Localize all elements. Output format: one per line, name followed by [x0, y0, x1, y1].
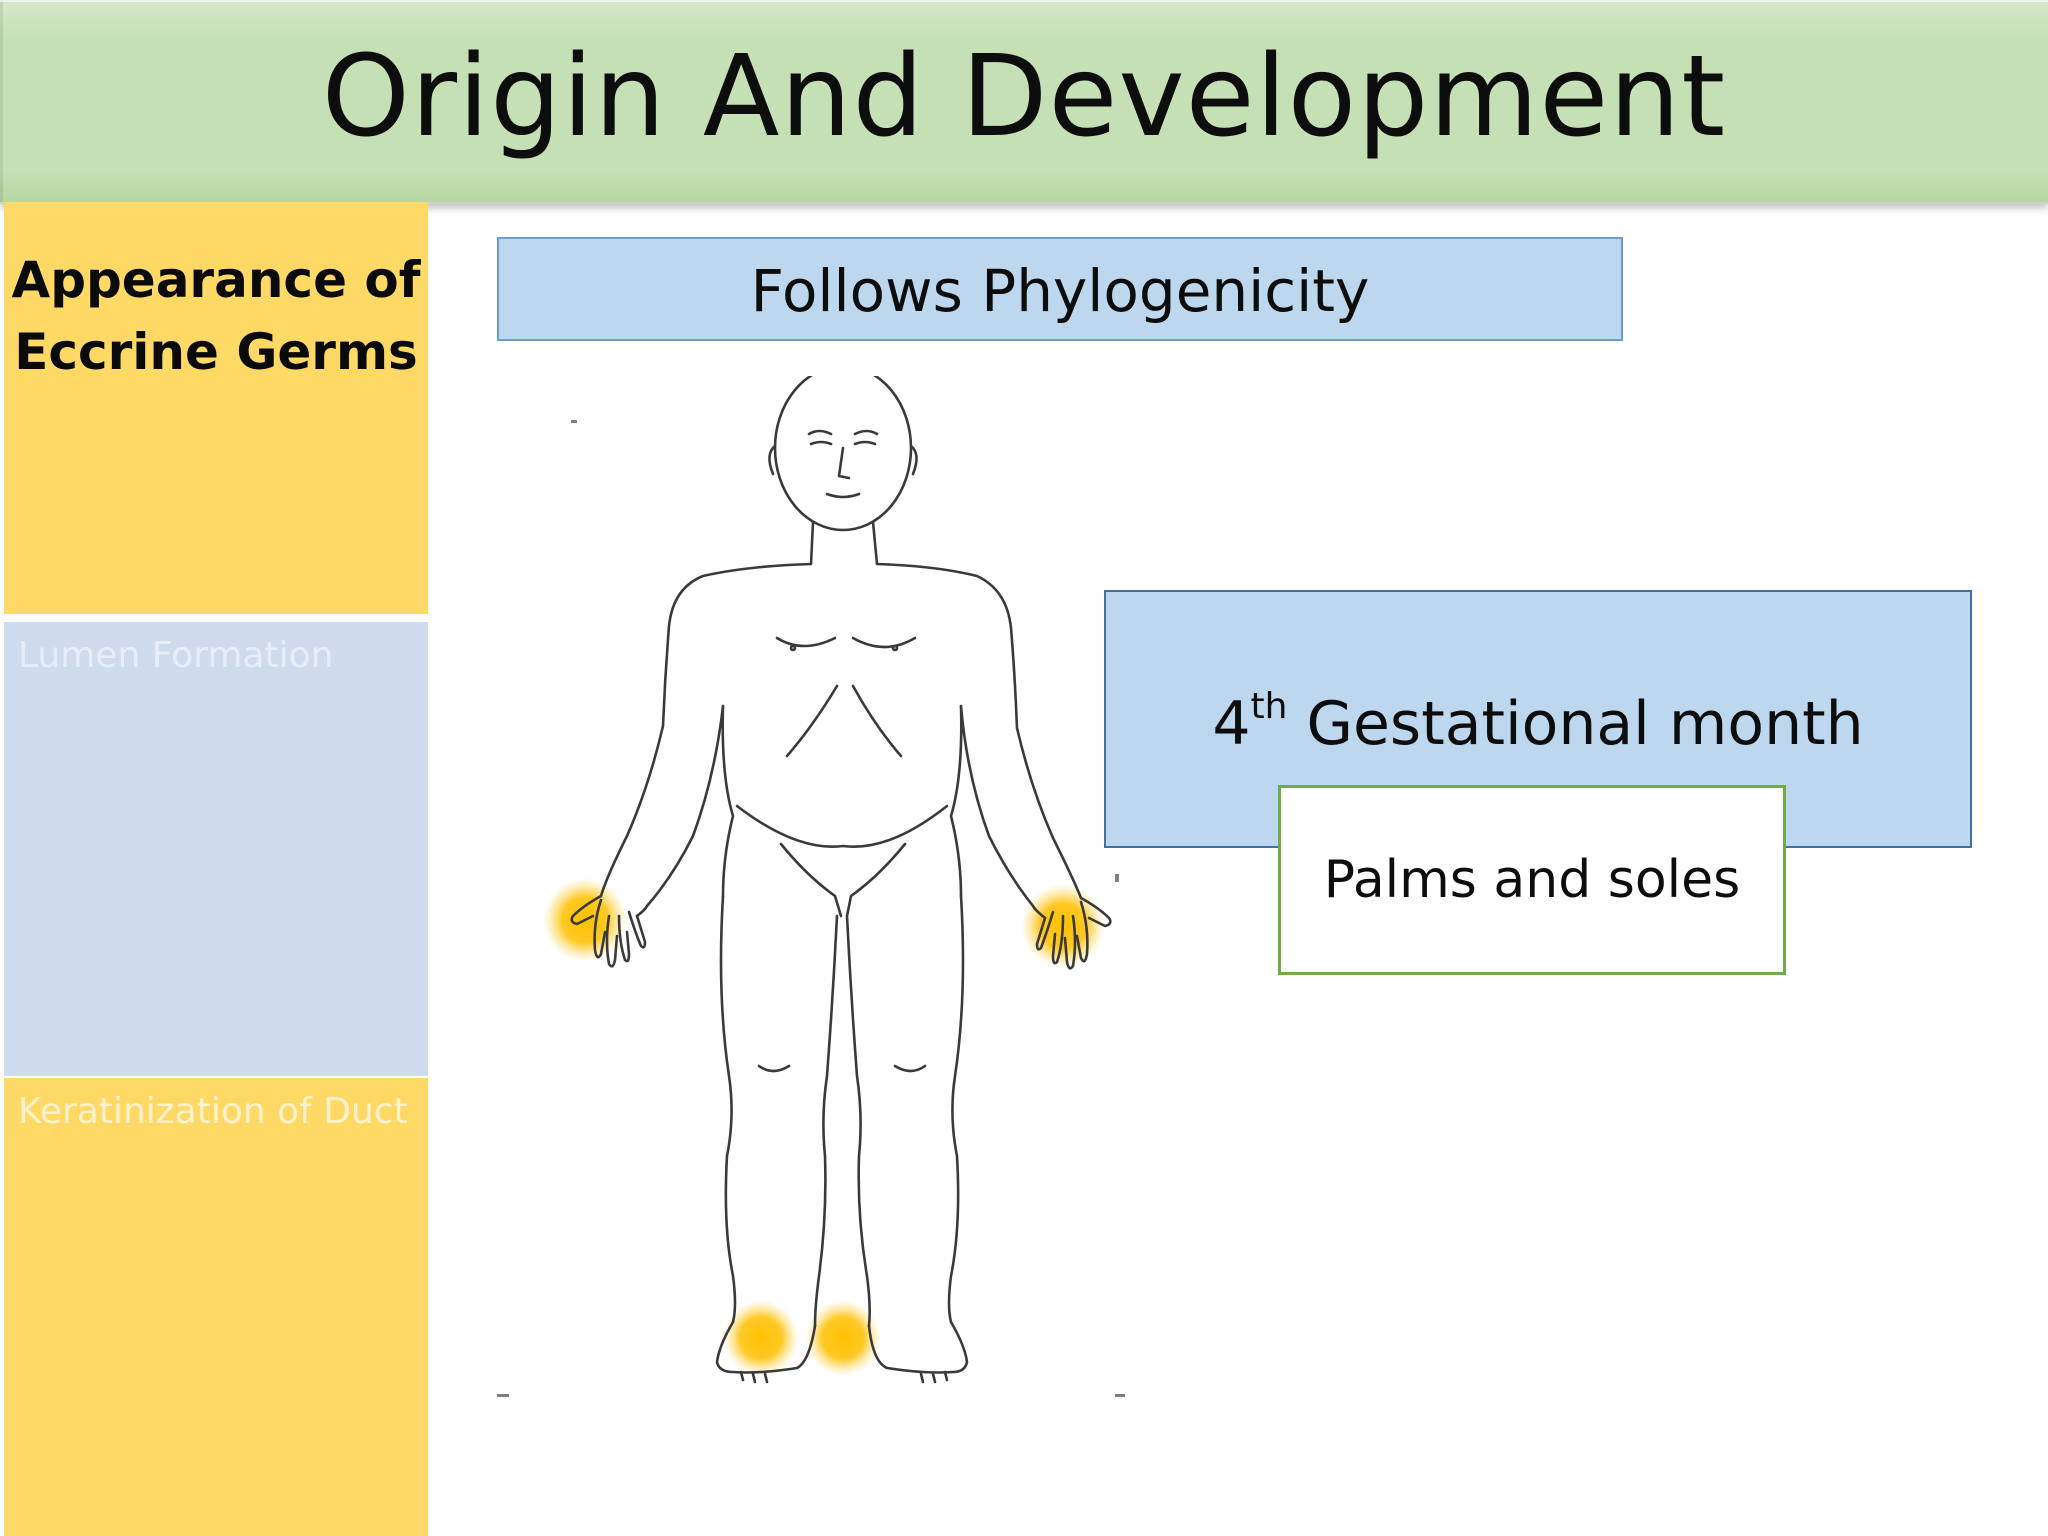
stage-keratinization: Keratinization of Duct — [4, 1078, 428, 1536]
palms-and-soles-box: Palms and soles — [1278, 785, 1786, 975]
gestational-month-suffix: th — [1251, 686, 1288, 727]
stage-label-eccrine-germs: Appearance of Eccrine Germs — [4, 244, 428, 388]
stage-eccrine-germs: Appearance of Eccrine Germs — [4, 202, 428, 614]
human-body-figure — [497, 376, 1127, 1402]
stage-label-keratinization: Keratinization of Duct — [18, 1090, 408, 1134]
phylogenicity-box: Follows Phylogenicity — [497, 237, 1623, 341]
palms-and-soles-label: Palms and soles — [1281, 848, 1783, 912]
gestational-month-text: Gestational month — [1287, 689, 1863, 759]
stage-label-lumen-formation: Lumen Formation — [18, 634, 333, 678]
stage-lumen-formation: Lumen Formation — [4, 622, 428, 1076]
human-body-outline-icon — [497, 376, 1127, 1402]
stage-label-line2: Eccrine Germs — [4, 316, 428, 388]
gestational-month-label: 4th Gestational month — [1106, 688, 1970, 760]
gestational-month-number: 4 — [1212, 689, 1250, 759]
phylogenicity-label: Follows Phylogenicity — [499, 257, 1621, 325]
title-bar: Origin And Development — [0, 0, 2048, 204]
stage-label-line1: Appearance of — [4, 244, 428, 316]
slide-title: Origin And Development — [0, 32, 2048, 162]
